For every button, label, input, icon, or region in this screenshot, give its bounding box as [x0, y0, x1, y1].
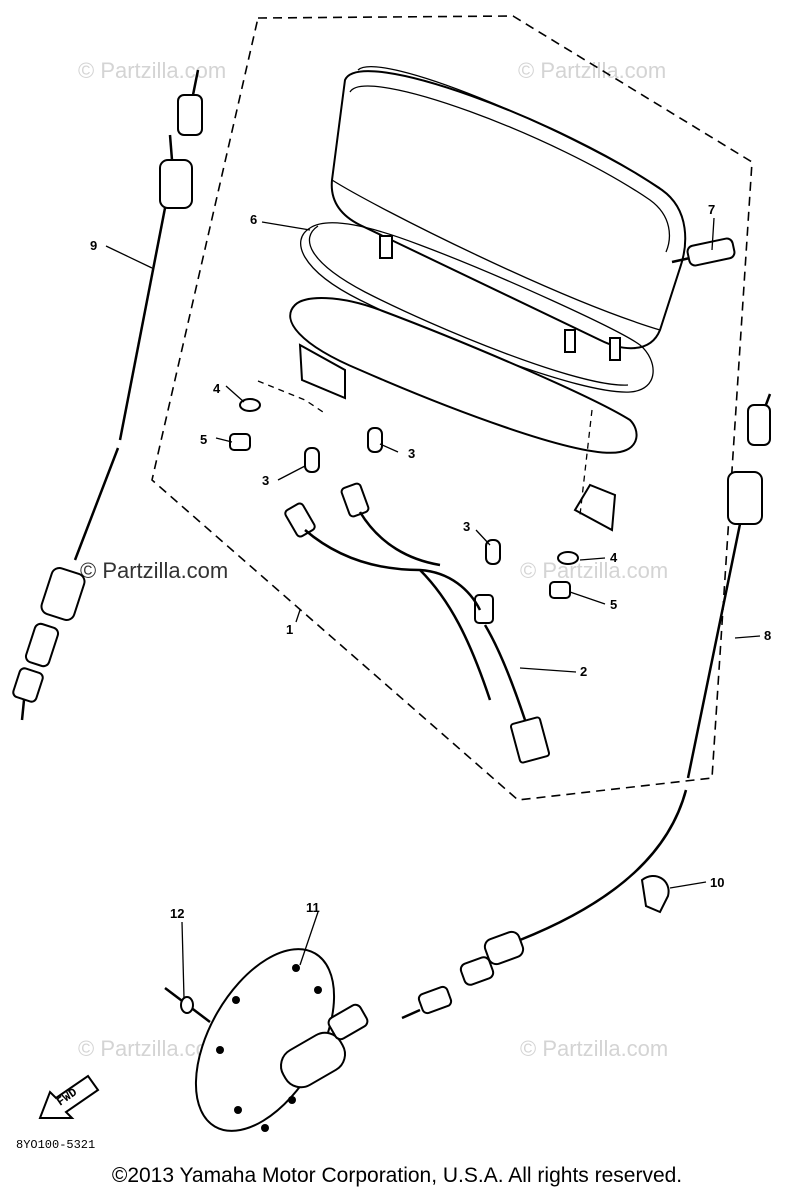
gear-unit — [194, 948, 369, 1132]
watermark: © Partzilla.com — [78, 58, 226, 83]
callout-number: 8 — [764, 628, 771, 643]
watermark: © Partzilla.com — [518, 58, 666, 83]
fwd-arrow: FWD — [38, 1074, 100, 1119]
callout-number: 7 — [708, 202, 715, 217]
speedometer-cable-left — [12, 69, 203, 721]
diagram-code: 8YO100-5321 — [16, 1138, 95, 1152]
callout-number: 2 — [580, 664, 587, 679]
callout-number: 12 — [170, 906, 184, 921]
nut — [549, 581, 571, 599]
washer — [239, 398, 261, 412]
meter-housing — [330, 66, 687, 361]
nut — [229, 433, 251, 451]
callout-number: 4 — [610, 550, 618, 565]
washer — [557, 551, 579, 565]
callout-number: 6 — [250, 212, 257, 227]
callout-number: 11 — [306, 900, 320, 915]
callout-number: 3 — [463, 519, 470, 534]
callout-number: 10 — [710, 875, 724, 890]
assembly-boundary — [151, 15, 753, 801]
wire-harness — [284, 482, 550, 764]
watermark: © Partzilla.com — [520, 558, 668, 583]
drive-pin — [164, 987, 211, 1023]
callout-number: 5 — [610, 597, 617, 612]
reset-knob — [671, 237, 736, 267]
speedometer-cable-right — [401, 393, 772, 1020]
gasket — [300, 222, 654, 393]
meter-bracket — [289, 297, 638, 532]
callout-number: 5 — [200, 432, 207, 447]
bulb — [304, 447, 320, 473]
watermark: © Partzilla.com — [520, 1036, 668, 1061]
callout-number: 3 — [408, 446, 415, 461]
cable-clamp — [640, 875, 670, 914]
copyright-notice: ©2013 Yamaha Motor Corporation, U.S.A. A… — [111, 1164, 683, 1187]
callout-number: 4 — [213, 381, 221, 396]
bulb — [367, 427, 383, 453]
watermark-dark: © Partzilla.com — [80, 558, 228, 583]
bulb — [485, 539, 501, 565]
callout-number: 3 — [262, 473, 269, 488]
callout-number: 1 — [286, 622, 293, 637]
callout-number: 9 — [90, 238, 97, 253]
